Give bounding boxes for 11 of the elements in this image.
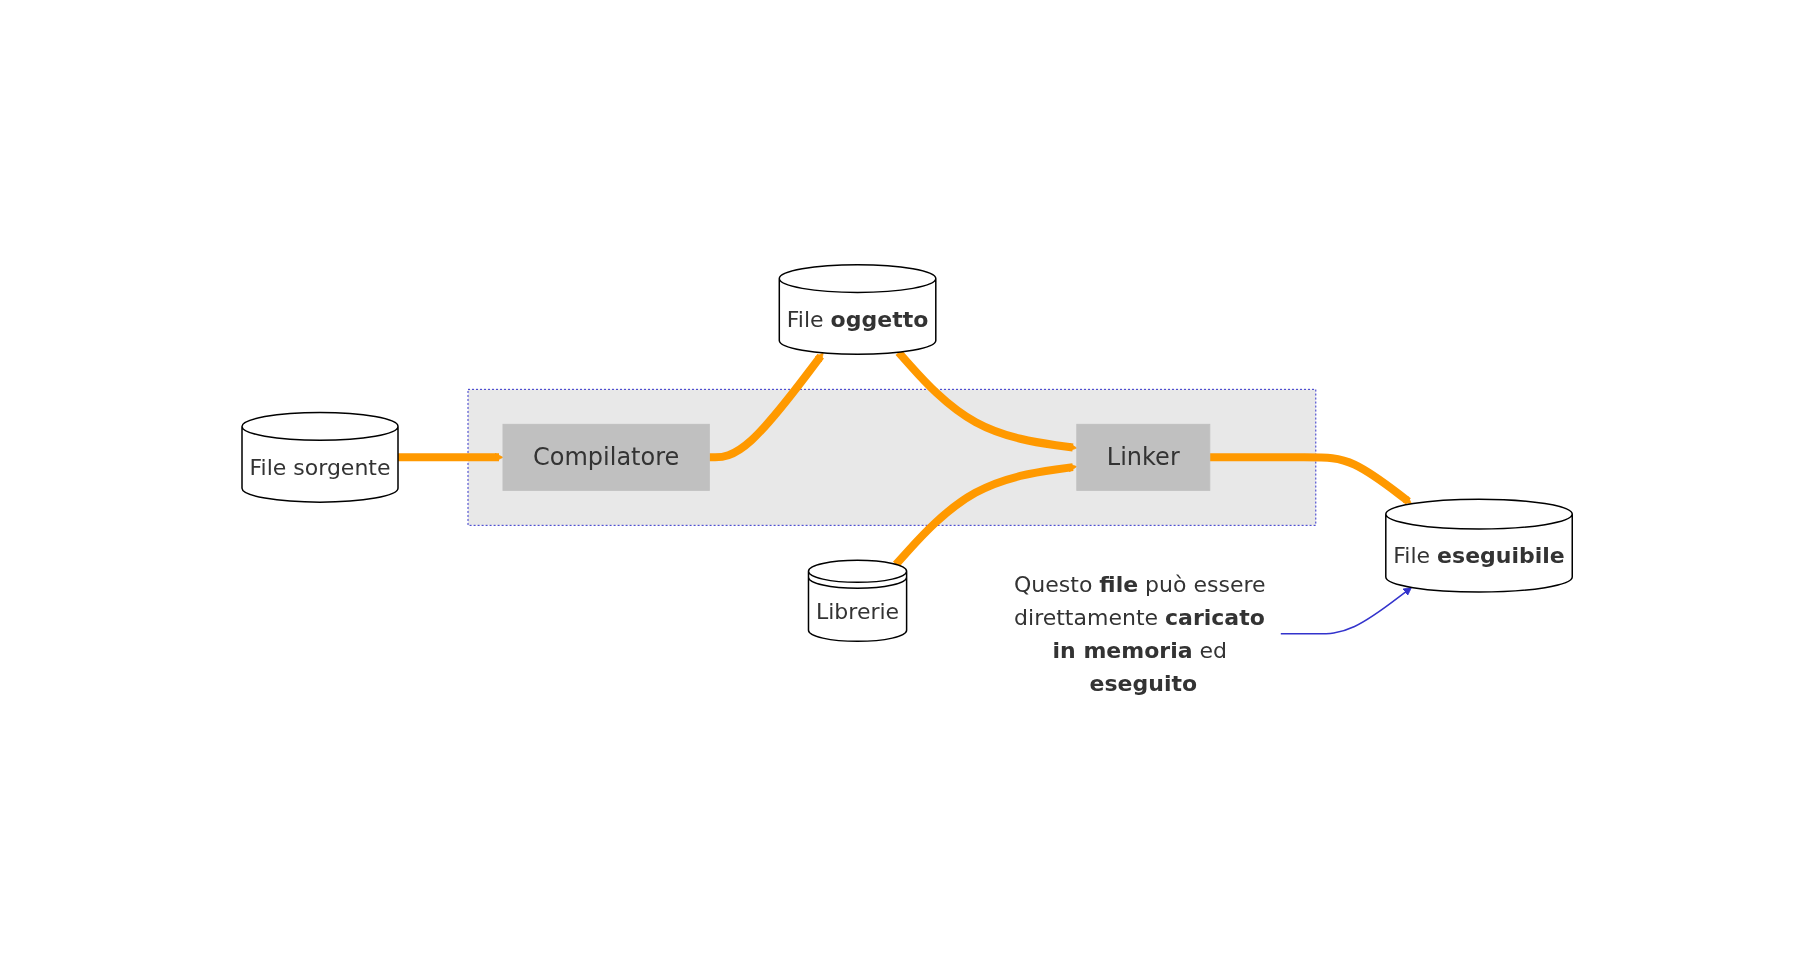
arrow <box>1279 587 1412 635</box>
node-box: Linker <box>1076 423 1211 491</box>
cluster <box>467 388 1317 526</box>
arrow <box>1209 453 1412 505</box>
node-box: Compilatore <box>502 423 710 491</box>
node-text: Questo file può essere direttamente caricato in memoria ed eseguito <box>1013 571 1266 696</box>
node-text: Librerie <box>815 599 899 625</box>
arrow <box>895 349 1078 452</box>
arrow <box>709 352 824 462</box>
arrow <box>892 463 1078 568</box>
arrow <box>397 452 504 462</box>
